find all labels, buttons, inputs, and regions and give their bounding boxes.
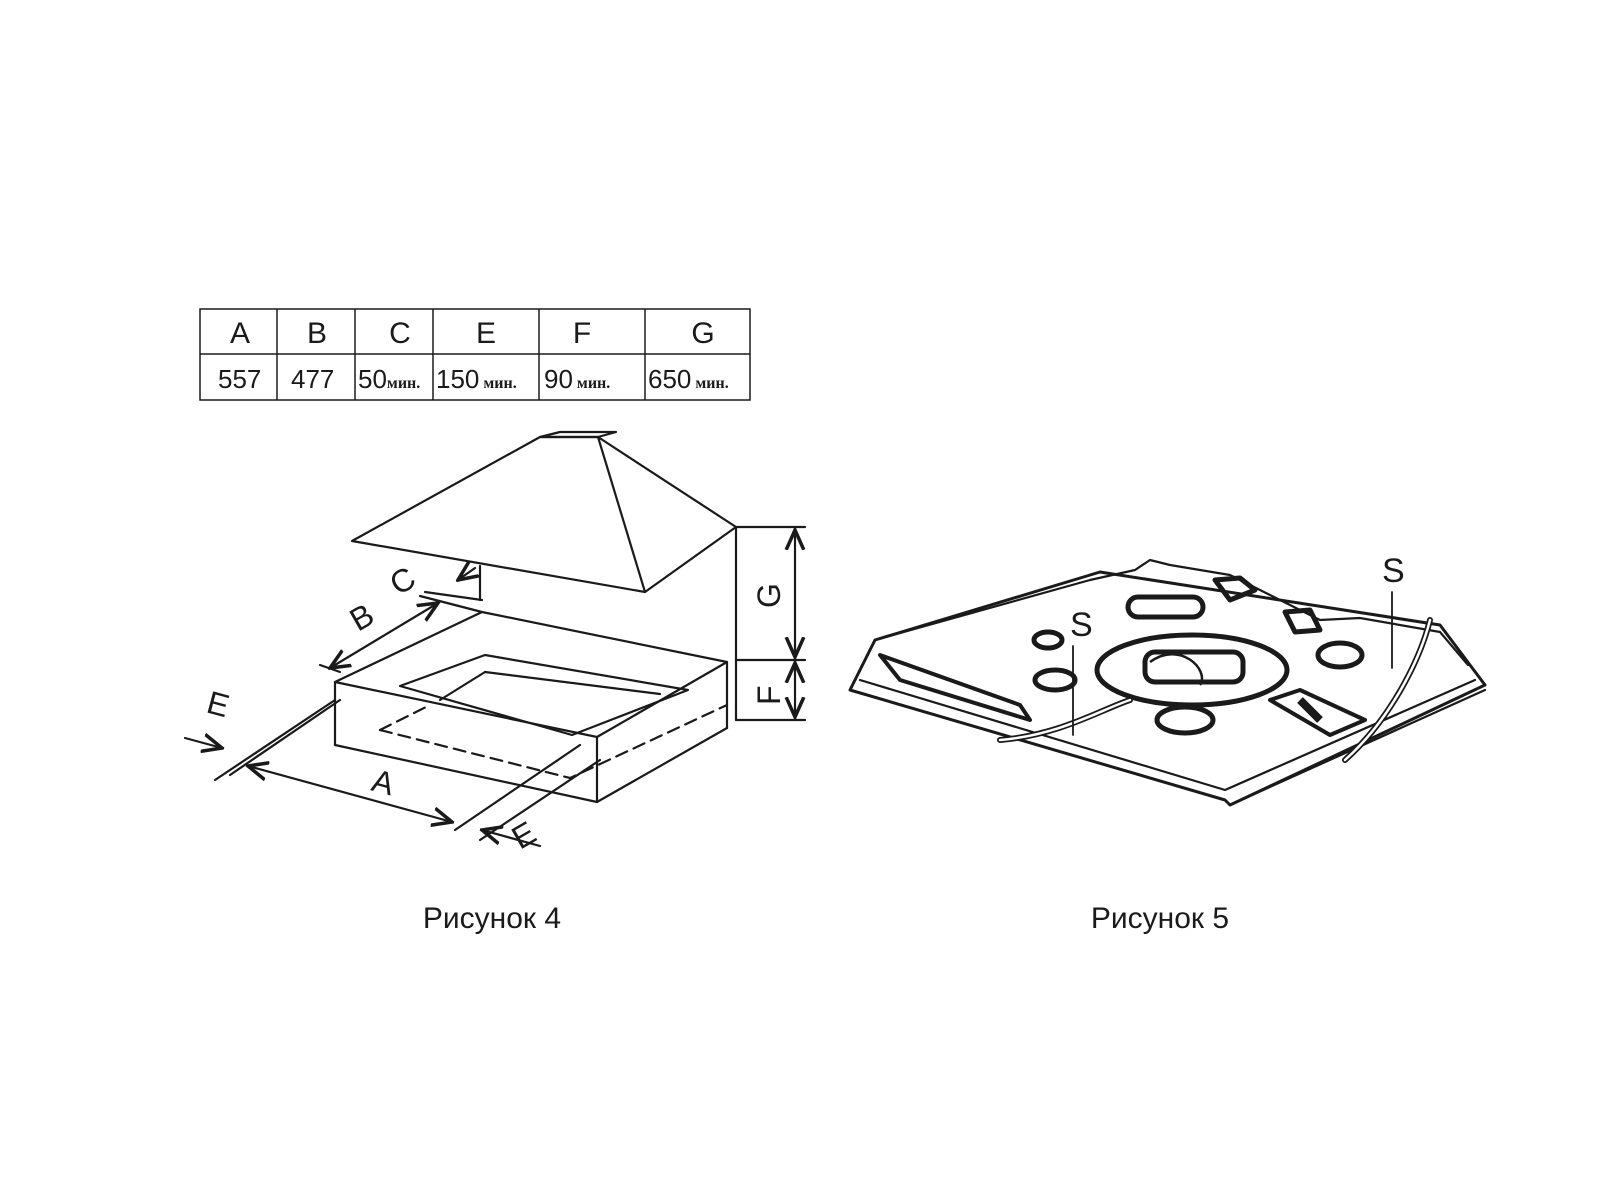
table-cell: 650 мин. [648,364,729,394]
table-cell: 150 мин. [436,364,517,394]
table-header: E [476,317,496,350]
table-cell: 90 мин. [544,364,610,394]
table-header: C [389,317,411,350]
table-cell: 557 [218,364,261,394]
figure-4-installation-drawing: G F A B C E E Рисунок 4 [183,430,807,935]
cables [997,591,1433,763]
table-cell: 477 [291,364,334,394]
label-f: F [751,685,787,705]
cooktop-components [878,575,1367,737]
label-e-left: E [203,684,233,724]
hood-illustration [350,430,738,722]
figure-4-caption: Рисунок 4 [423,902,561,935]
table-header: F [573,317,591,350]
figure-5-caption: Рисунок 5 [1091,902,1229,935]
dimension-table: A B C E F G 557 477 50мин. 150 мин. 90 м… [199,308,751,401]
label-s-right: S [1382,552,1405,590]
label-s-left: S [1070,606,1093,644]
table-header: G [691,317,714,350]
table-header: B [307,317,327,350]
figure-5-cooktop-underside: S S Рисунок 5 [848,552,1487,935]
table-header: A [230,317,250,350]
dimension-lines [183,525,807,848]
label-c: C [384,559,422,602]
label-b: B [344,596,380,638]
label-g: G [751,583,787,608]
label-a: A [368,762,399,802]
table-cell: 50мин. [358,364,420,394]
